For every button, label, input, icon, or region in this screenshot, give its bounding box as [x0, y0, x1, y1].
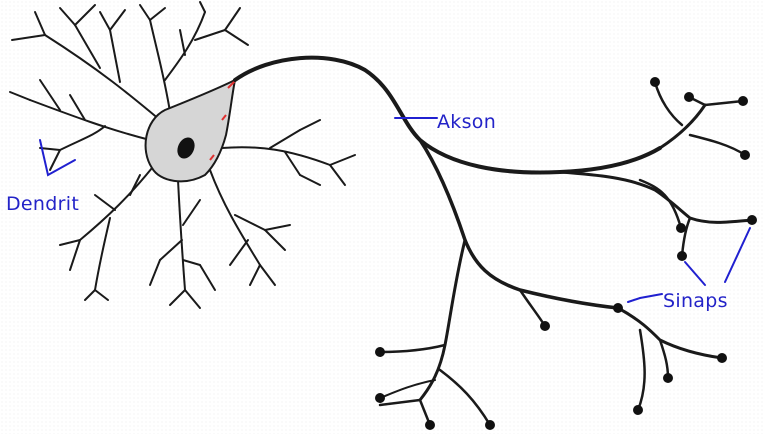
sinaps-label: Sinaps	[663, 290, 728, 312]
synapse-terminals	[375, 77, 757, 430]
sinaps-pointer-2	[685, 262, 705, 285]
sinaps-pointer-1	[628, 294, 662, 302]
soma	[146, 80, 235, 181]
akson-label: Akson	[437, 111, 496, 133]
sinaps-pointer-3	[725, 228, 750, 282]
dendrit-label: Dendrit	[6, 193, 79, 215]
